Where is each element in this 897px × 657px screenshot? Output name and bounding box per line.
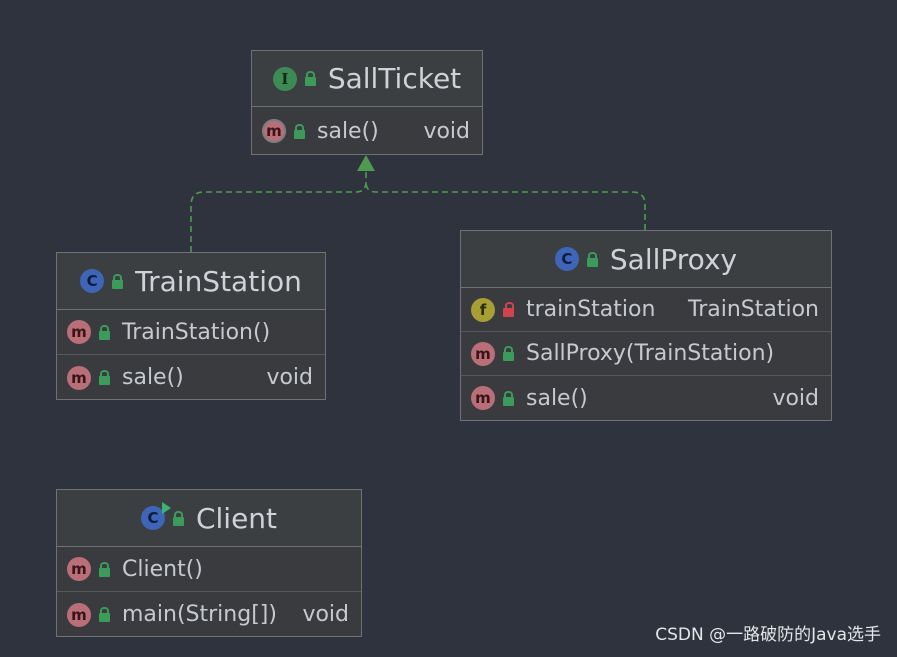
realization-edge-trainstation: [190, 168, 367, 252]
locked-padlock-icon: [503, 302, 514, 317]
member-name: trainStation: [526, 297, 656, 322]
class-box-sallproxy[interactable]: C SallProxy f trainStation TrainStation …: [460, 230, 832, 421]
unlocked-padlock-icon: [304, 71, 316, 86]
member-row: m main(String[]) void: [57, 592, 361, 637]
member-row: f trainStation TrainStation: [461, 288, 831, 332]
unlocked-padlock-icon: [99, 607, 110, 622]
member-row: m SallProxy(TrainStation): [461, 332, 831, 376]
member-type: void: [423, 118, 470, 144]
watermark: CSDN @一路破防的Java选手: [655, 625, 881, 645]
member-name: SallProxy(TrainStation): [526, 341, 775, 366]
unlocked-padlock-icon: [99, 324, 110, 340]
class-header: C TrainStation: [57, 253, 325, 310]
static-method-icon: m: [67, 602, 91, 627]
class-box-sallticket[interactable]: I SallTicket m sale() void: [251, 50, 483, 155]
class-name: TrainStation: [135, 264, 302, 298]
class-name: SallProxy: [609, 242, 738, 276]
realization-edge-sallproxy: [365, 181, 646, 230]
unlocked-padlock-icon: [172, 510, 184, 526]
method-icon: m: [471, 386, 495, 410]
member-row: m TrainStation(): [57, 310, 325, 355]
member-type: void: [772, 385, 819, 411]
runnable-class-icon: C: [140, 502, 171, 530]
class-box-client[interactable]: C Client m Client() m main(String[]) voi…: [56, 489, 362, 637]
member-type: void: [302, 602, 349, 627]
method-icon: m: [471, 341, 495, 366]
class-header: C Client: [57, 490, 361, 547]
unlocked-padlock-icon: [503, 390, 514, 406]
member-name: main(String[]): [122, 602, 277, 627]
class-box-trainstation[interactable]: C TrainStation m TrainStation() m sale()…: [56, 252, 326, 400]
member-type: TrainStation: [687, 297, 819, 322]
member-row: m Client(): [57, 547, 361, 592]
member-name: sale(): [122, 365, 184, 390]
unlocked-padlock-icon: [99, 370, 110, 385]
class-header: C SallProxy: [461, 231, 831, 288]
member-name: Client(): [122, 556, 203, 582]
method-icon: m: [262, 119, 286, 143]
unlocked-padlock-icon: [503, 346, 514, 361]
class-icon: C: [80, 269, 105, 293]
field-icon: f: [471, 297, 495, 322]
member-row: m sale() void: [252, 107, 482, 155]
method-icon: m: [67, 320, 91, 344]
member-row: m sale() void: [461, 376, 831, 420]
unlocked-padlock-icon: [294, 123, 305, 139]
unlocked-padlock-icon: [586, 251, 598, 267]
method-icon: m: [67, 557, 91, 581]
class-name: Client: [195, 501, 278, 535]
class-name: SallTicket: [327, 62, 462, 95]
realization-arrowhead: [357, 155, 375, 171]
interface-icon: I: [272, 66, 297, 91]
class-icon: C: [554, 247, 579, 271]
class-header: I SallTicket: [252, 51, 482, 107]
member-name: TrainStation(): [122, 319, 271, 345]
member-name: sale(): [526, 385, 588, 411]
member-type: void: [266, 365, 313, 390]
member-name: sale(): [317, 118, 379, 144]
unlocked-padlock-icon: [112, 273, 124, 289]
method-icon: m: [67, 365, 91, 390]
unlocked-padlock-icon: [99, 561, 110, 577]
member-row: m sale() void: [57, 355, 325, 400]
